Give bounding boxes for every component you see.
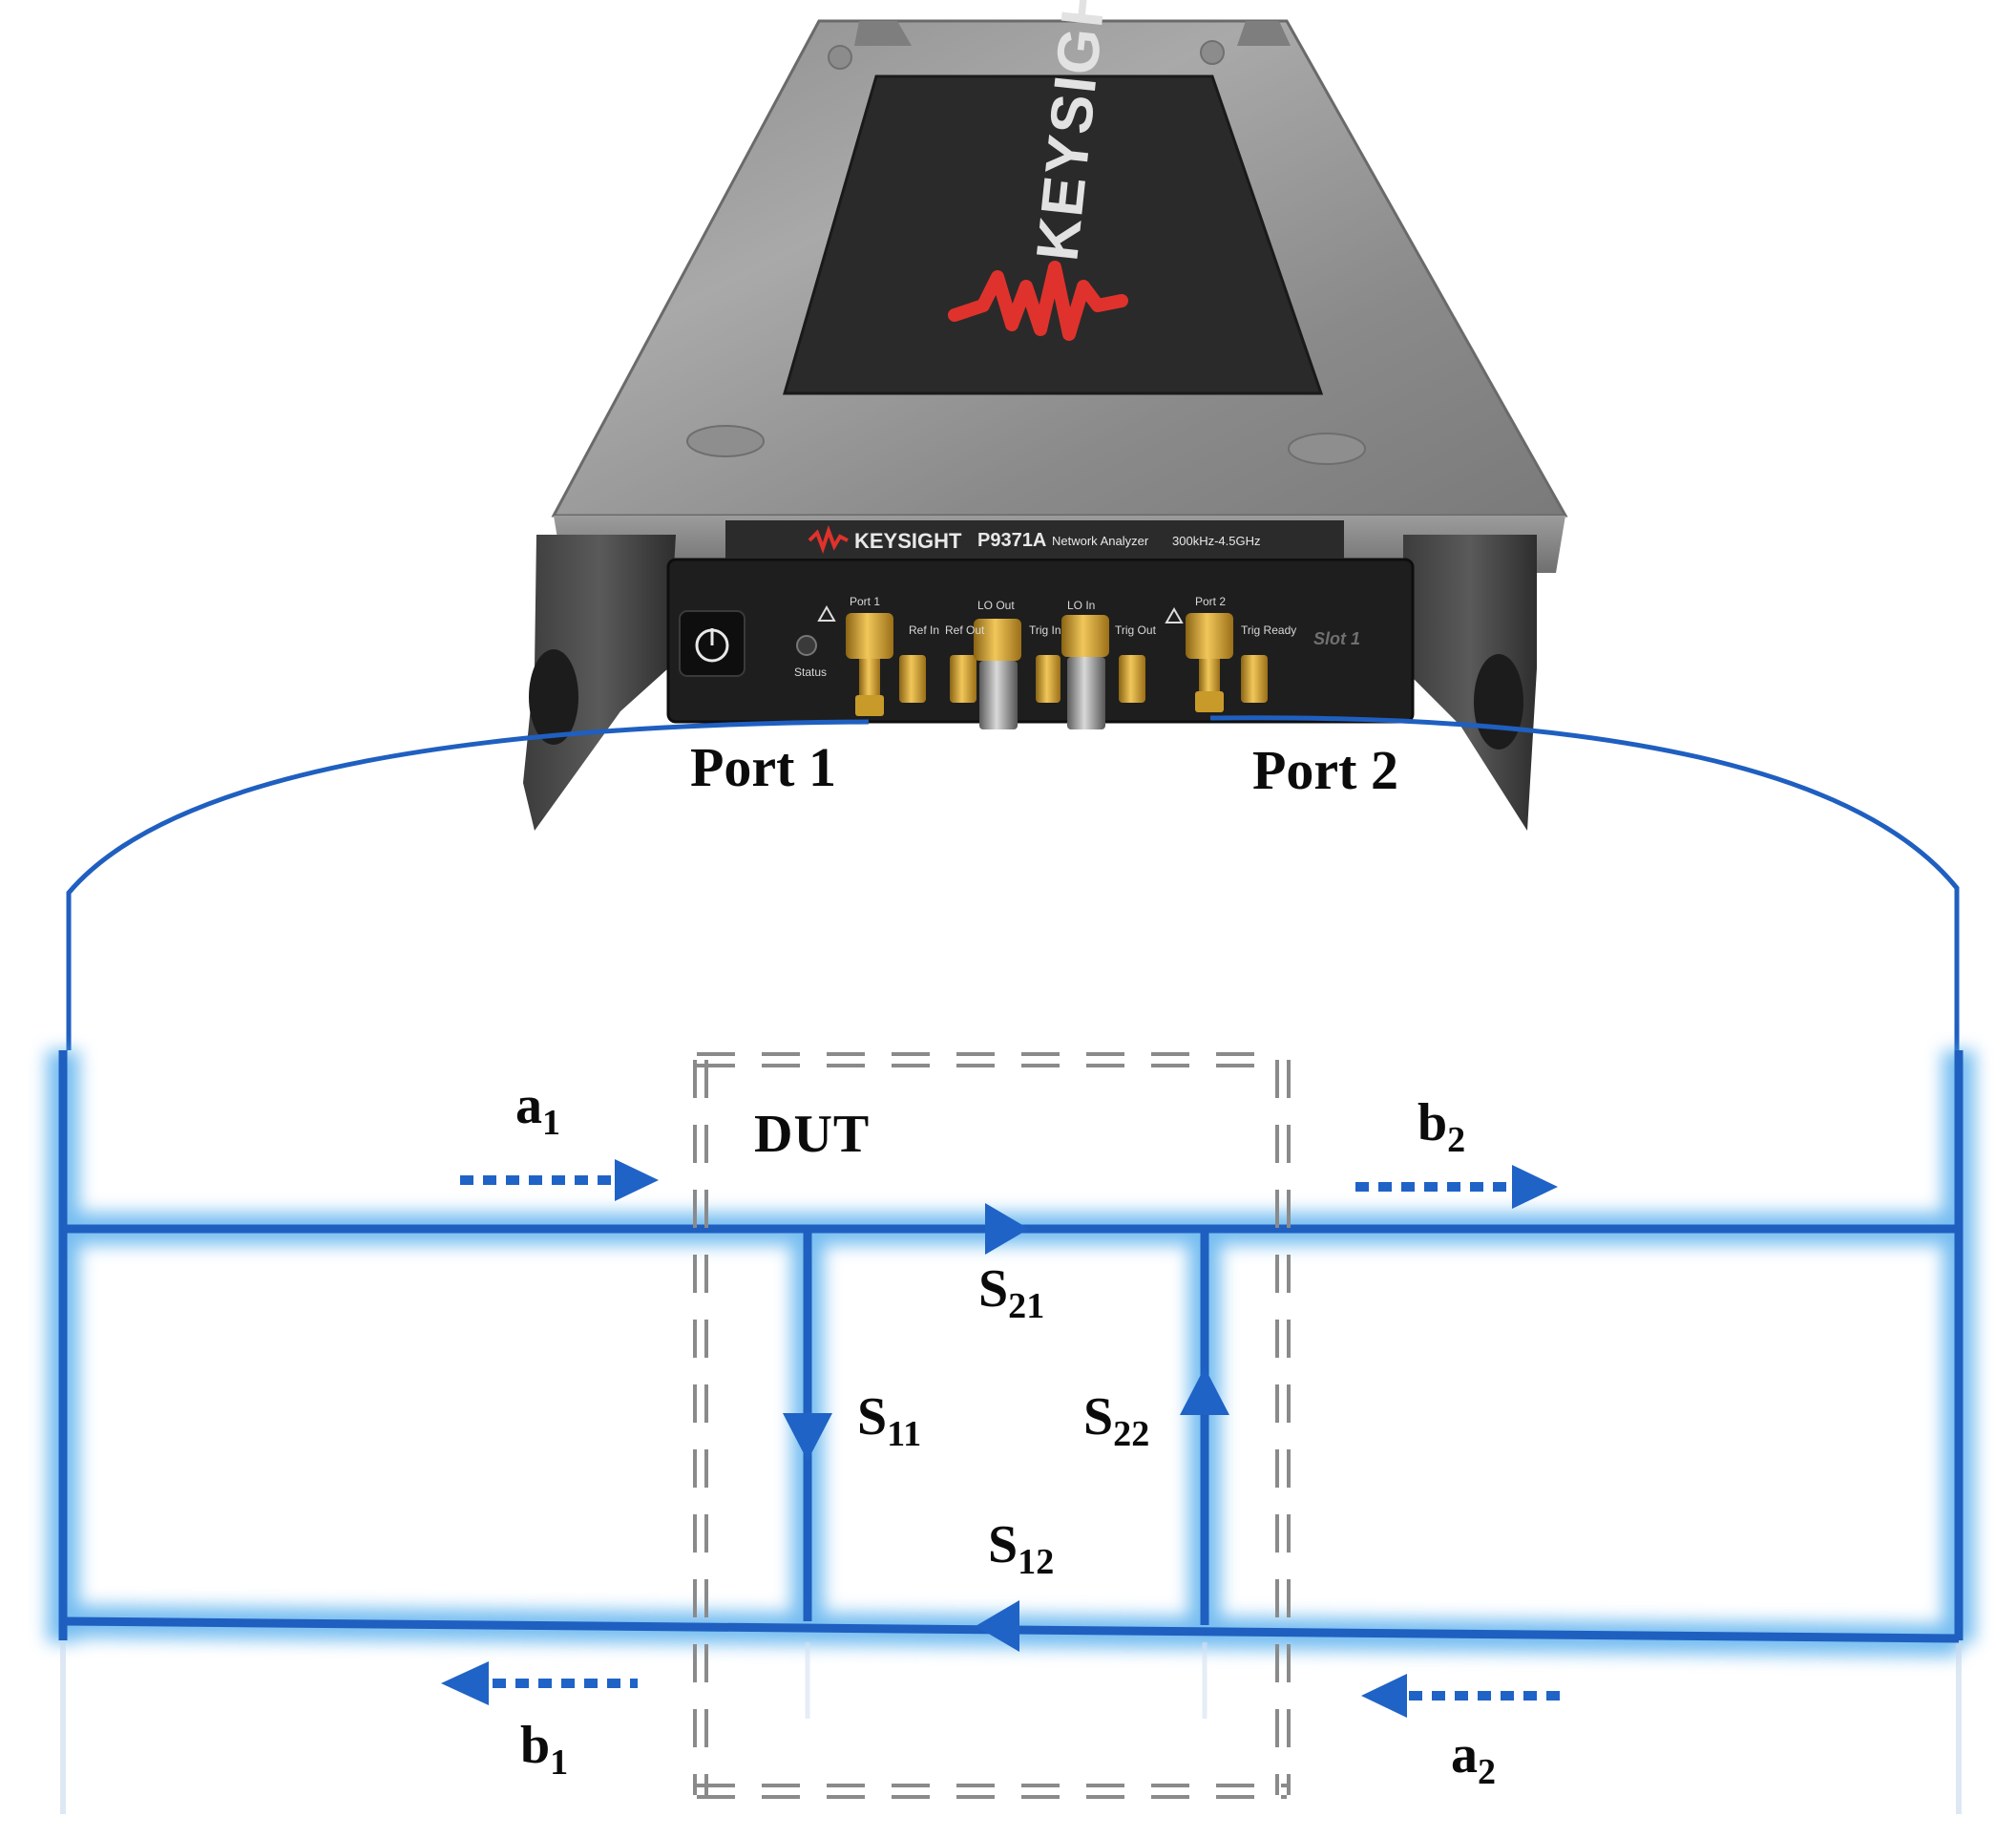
s22-arrow-icon <box>1180 1367 1229 1415</box>
port1-label: Port 1 <box>690 736 836 798</box>
status-led <box>796 635 817 656</box>
front-panel <box>666 558 1415 724</box>
lo-in-label: LO In <box>1067 599 1096 612</box>
a2-arrow-icon <box>1361 1674 1407 1718</box>
trig-in-connector <box>1036 655 1060 703</box>
ref-out-label: Ref Out <box>945 623 985 637</box>
port1-panel-label: Port 1 <box>850 595 881 608</box>
status-label: Status <box>794 665 828 679</box>
s11-arrow-icon <box>783 1413 832 1461</box>
right-handle <box>1403 535 1537 831</box>
case-screw <box>828 45 852 70</box>
description-text: Network Analyzer <box>1052 534 1149 548</box>
top-label-panel <box>783 74 1324 395</box>
lo-out-adapter <box>979 661 1018 729</box>
wave-arrows <box>441 1159 1562 1718</box>
network-analyzer: KEYSIGHT <box>523 0 1568 831</box>
port2-panel-label: Port 2 <box>1195 595 1227 608</box>
warning-triangle-icon <box>1165 606 1184 623</box>
b1-label: b1 <box>520 1716 569 1784</box>
dut-label: DUT <box>754 1105 871 1164</box>
lo-out-connector <box>974 619 1021 661</box>
case-corner-bump <box>854 21 912 46</box>
slot-text: Slot 1 <box>1313 629 1361 648</box>
lo-in-connector <box>1061 615 1109 657</box>
trig-ready-connector <box>1241 655 1268 703</box>
a2-label: a2 <box>1451 1725 1497 1793</box>
case-foot <box>1288 433 1366 465</box>
ref-out-connector <box>950 655 976 703</box>
lo-in-adapter <box>1067 657 1105 729</box>
case-foot <box>686 425 765 457</box>
port2-connector <box>1186 613 1233 659</box>
s12-label: S12 <box>988 1515 1055 1583</box>
s21-label: S21 <box>978 1259 1045 1327</box>
case-screw <box>1200 40 1225 65</box>
front-brand-text: KEYSIGHT <box>854 529 962 553</box>
signal-flow-graph <box>58 1050 1964 1652</box>
port1-connector <box>846 613 893 659</box>
b1-arrow-icon <box>441 1661 489 1705</box>
port2-connector-tip <box>1195 691 1224 712</box>
b2-arrow-icon <box>1512 1165 1558 1209</box>
front-logo-icon <box>808 525 849 554</box>
port1-cable <box>66 719 870 1050</box>
a1-label: a1 <box>515 1076 561 1144</box>
ref-in-connector <box>899 655 926 703</box>
s11-label: S11 <box>857 1387 922 1455</box>
dut-boundary <box>693 1052 1291 1799</box>
s22-label: S22 <box>1083 1387 1150 1455</box>
left-handle <box>523 535 676 831</box>
trig-ready-label: Trig Ready <box>1241 623 1297 637</box>
lo-out-label: LO Out <box>977 599 1015 612</box>
ref-in-label: Ref In <box>909 623 940 637</box>
trig-in-label: Trig In <box>1029 623 1061 637</box>
s12-arrow-icon <box>976 1600 1019 1652</box>
right-handle-hole <box>1474 654 1523 750</box>
case-corner-bump <box>1237 21 1291 46</box>
frequency-range-text: 300kHz-4.5GHz <box>1172 534 1261 548</box>
warning-triangle-icon <box>817 604 836 622</box>
a1-arrow-icon <box>615 1159 659 1201</box>
s21-arrow-icon <box>985 1203 1029 1255</box>
port2-label: Port 2 <box>1252 739 1398 801</box>
b2-label: b2 <box>1418 1093 1466 1161</box>
trig-out-label: Trig Out <box>1115 623 1156 637</box>
keysight-wave-logo-icon <box>948 261 1128 341</box>
left-handle-hole <box>529 649 578 745</box>
trig-out-connector <box>1119 655 1145 703</box>
model-text: P9371A <box>977 530 1047 551</box>
port2-cable <box>1209 715 1960 1050</box>
port1-connector-tip <box>855 695 884 716</box>
